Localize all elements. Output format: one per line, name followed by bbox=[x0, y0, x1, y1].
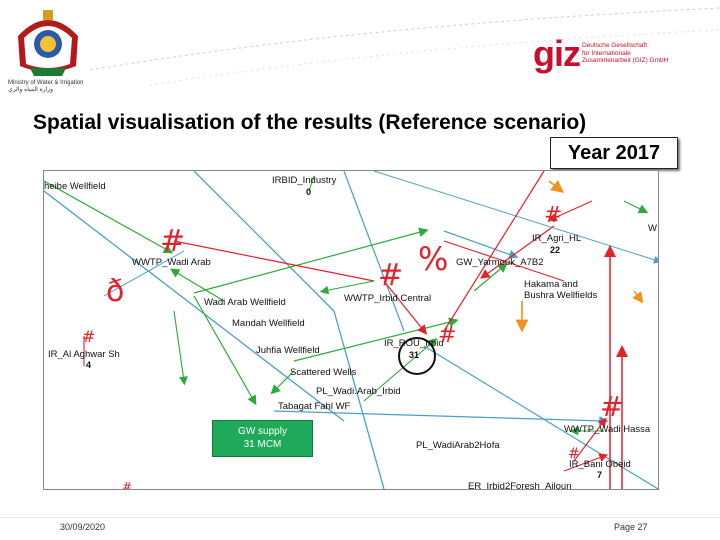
gw-supply-title: GW supply bbox=[238, 426, 287, 437]
node-label-pl-wadiarab-irbid: PL_Wadi.Arab_Irbid bbox=[316, 386, 401, 397]
slide-title: Spatial visualisation of the results (Re… bbox=[33, 111, 587, 134]
giz-caption-line: Deutsche Gesellschaft bbox=[582, 42, 648, 49]
highlight-circle bbox=[398, 337, 436, 375]
year-badge: Year 2017 bbox=[550, 137, 678, 169]
demand-node-hash-icon[interactable]: # bbox=[568, 446, 580, 462]
demand-node-hash-icon[interactable]: # bbox=[82, 327, 96, 346]
node-value-ir-al-aghwar: 4 bbox=[86, 360, 92, 370]
giz-caption-line: für Internationale bbox=[582, 49, 631, 57]
giz-caption-line: Zusammenarbeit (GIZ) GmbH bbox=[582, 57, 669, 65]
node-value-irbid-industry: 0 bbox=[306, 187, 312, 197]
wellfield-node-eth-icon[interactable]: ð bbox=[106, 274, 125, 309]
node-label-hakama: Hakama and bbox=[524, 279, 578, 290]
node-label-bushra-wellfields: Bushra Wellfields bbox=[524, 290, 598, 301]
node-label-wwtp-irbid-central: WWTP_Irbid Central bbox=[344, 293, 432, 304]
demand-node-hash-icon[interactable]: # bbox=[544, 203, 563, 228]
demand-node-hash-icon[interactable]: # bbox=[378, 258, 404, 293]
node-label-tabagat-fahl: Tabagat Fahl WF bbox=[278, 401, 351, 412]
gw-supply-value: 31 MCM bbox=[243, 439, 282, 450]
node-label-gw-yarmouk: GW_Yarmouk_A7B2 bbox=[456, 257, 544, 268]
giz-logo: giz bbox=[533, 33, 581, 74]
footer-date: 30/09/2020 bbox=[60, 522, 106, 532]
node-label-ir-agri-hl: IR_Agri_HL bbox=[532, 233, 582, 244]
node-label-pl-wadiarab2hofa: PL_WadiArab2Hofa bbox=[416, 440, 500, 451]
node-value-ir-agri-hl: 22 bbox=[550, 245, 561, 255]
node-value-ir-bani-obeid: 7 bbox=[597, 470, 603, 480]
node-label-ir-bani-obeid: IR_Bani Obeid bbox=[569, 459, 631, 470]
node-label-w-edge: W bbox=[648, 223, 657, 234]
giz-caption: Deutsche Gesellschaft für Internationale… bbox=[582, 42, 702, 65]
slide-header: Ministry of Water & Irrigation وزارة الم… bbox=[0, 0, 720, 100]
treatment-node-percent-icon[interactable]: % bbox=[418, 240, 449, 278]
ministry-caption: Ministry of Water & Irrigation وزارة الم… bbox=[8, 80, 84, 93]
demand-node-hash-icon[interactable]: # bbox=[160, 224, 186, 259]
header-swoosh-decoration bbox=[90, 7, 720, 86]
node-label-wwtp-wadi-hassan: WWTP_Wadi Hassa bbox=[564, 424, 651, 435]
demand-node-hash-icon[interactable]: # bbox=[122, 480, 133, 490]
jordan-emblem-icon bbox=[18, 10, 78, 76]
node-label-wadi-arab-wellfield: Wadi Arab Wellfield bbox=[204, 297, 286, 308]
map-flow-lines bbox=[44, 171, 658, 489]
node-label-er-irbid: ER_Irbid2Foresh_Ajloun bbox=[468, 481, 572, 490]
node-label-ir-al-aghwar: IR_Al Aghwar Sh bbox=[48, 349, 120, 360]
node-label-irbid-industry: IRBID_Industry bbox=[272, 175, 337, 186]
node-label-sheibe-wellfield: heibe Wellfield bbox=[44, 181, 106, 192]
footer-divider bbox=[0, 517, 720, 518]
gw-supply-callout: GW supply 31 MCM bbox=[212, 420, 313, 457]
footer-page-number: Page 27 bbox=[614, 522, 648, 532]
demand-node-hash-icon[interactable]: # bbox=[438, 323, 457, 348]
node-label-scattered-wells: Scattered Wells bbox=[290, 367, 357, 378]
demand-node-hash-icon[interactable]: # bbox=[600, 390, 624, 423]
node-label-mandah-wellfield: Mandah Wellfield bbox=[232, 318, 305, 329]
node-label-juhfia-wellfield: Juhfia Wellfield bbox=[256, 345, 320, 356]
weap-schematic-map: heibe Wellfield IRBID_Industry 0 IR_Agri… bbox=[43, 170, 659, 490]
node-label-wwtp-wadi-arab: WWTP_Wadi Arab bbox=[132, 257, 211, 268]
